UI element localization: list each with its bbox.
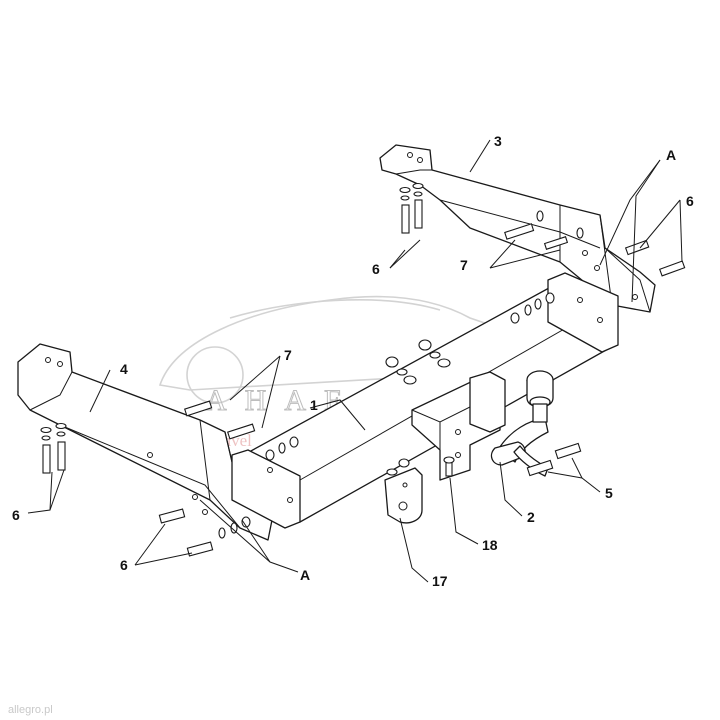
callout-18: 18	[482, 537, 498, 553]
callout-4: 4	[120, 361, 128, 377]
leader-lines	[27, 139, 683, 583]
callout-7-lower: 7	[284, 347, 292, 363]
callout-1: 1	[310, 397, 318, 413]
callout-6-upper: 6	[372, 261, 380, 277]
callout-3: 3	[494, 133, 502, 149]
callout-2: 2	[527, 509, 535, 525]
socket-bracket	[384, 467, 423, 524]
callout-6-right: 6	[686, 193, 694, 209]
callout-6-bottom: 6	[120, 557, 128, 573]
center-mount-plate	[411, 371, 506, 481]
callout-a-lower: A	[300, 567, 310, 583]
callout-17: 17	[432, 573, 448, 589]
callout-5: 5	[605, 485, 613, 501]
callouts: 3 A 6 6 7 4 7 1 6 6 A 5 2 18 17	[12, 133, 694, 589]
callout-7-upper: 7	[460, 257, 468, 273]
main-cross-beam	[231, 272, 619, 529]
callout-6-left: 6	[12, 507, 20, 523]
callout-a-upper: A	[666, 147, 676, 163]
site-footer: allegro.pl	[8, 704, 53, 716]
tow-ball	[490, 370, 554, 477]
fasteners	[40, 182, 686, 557]
